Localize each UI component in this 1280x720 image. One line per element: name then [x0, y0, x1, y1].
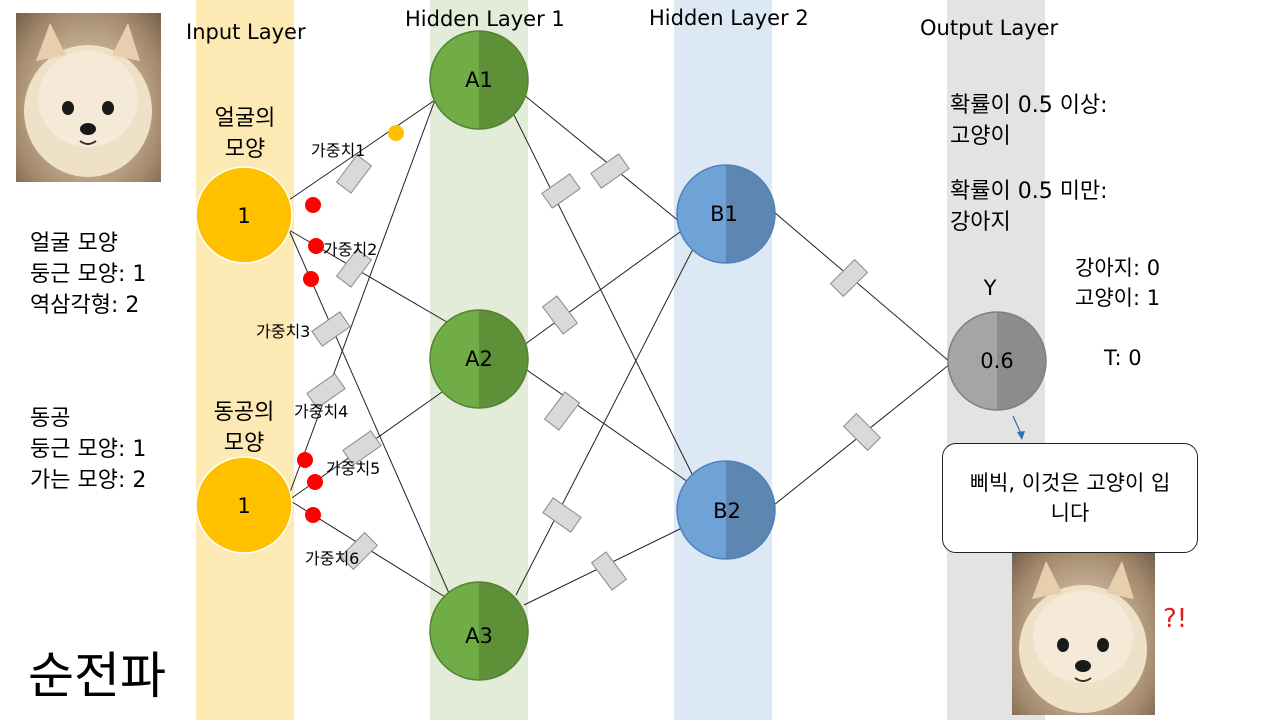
connection-a3-b1	[515, 244, 696, 596]
output-value: 0.6	[980, 349, 1013, 373]
weight-marker	[541, 173, 581, 209]
connections	[288, 94, 951, 606]
connection-x1-a3	[288, 229, 453, 601]
weight-marker	[590, 551, 628, 591]
connection-x1-a1	[288, 99, 436, 201]
connection-b1-y	[773, 211, 951, 363]
weight-markers	[306, 153, 882, 591]
weight-label-6: 가중치6	[305, 549, 360, 568]
face-note-line: 얼굴 모양	[30, 231, 118, 256]
b1-label: B1	[710, 202, 738, 226]
dog-photo-top	[16, 13, 161, 182]
output-node-y: 0.6	[947, 311, 1047, 411]
weight-marker	[335, 248, 373, 288]
hidden1-node-a3: A3	[429, 581, 529, 681]
label-encoding: 강아지: 0 고양이: 1	[1075, 253, 1160, 313]
pupil-shape-label: 동공의 모양	[213, 400, 275, 456]
rule-dog-line: 강아지	[950, 210, 1011, 235]
weight-marker	[542, 497, 582, 533]
weight-label-2: 가중치2	[323, 240, 378, 259]
pupil-note-line: 둥근 모양: 1	[30, 437, 147, 462]
b2-label: B2	[713, 499, 741, 523]
signal-dot	[303, 271, 319, 287]
connection-a2-b1	[523, 231, 681, 346]
hidden-layer-2-title: Hidden Layer 2	[649, 6, 809, 30]
input-node-1: 1	[195, 166, 293, 264]
rule-cat-line: 고양이	[950, 124, 1011, 149]
weight-label-1: 가중치1	[311, 141, 366, 160]
signal-dots	[297, 125, 404, 523]
weight-marker	[311, 311, 351, 347]
hidden2-node-b2: B2	[676, 460, 776, 560]
rule-cat-line: 확률이 0.5 이상:	[950, 93, 1108, 118]
dog-photo-bottom	[1012, 553, 1155, 715]
face-note: 얼굴 모양 둥근 모양: 1 역삼각형: 2	[30, 228, 146, 321]
rule-cat: 확률이 0.5 이상: 고양이	[950, 90, 1108, 152]
a1-label: A1	[465, 68, 493, 92]
weight-marker	[543, 391, 581, 431]
hidden-layer-2-band	[674, 0, 772, 720]
weight-marker	[842, 412, 882, 452]
encoding-line: 강아지: 0	[1075, 256, 1161, 280]
input-layer-band	[196, 0, 294, 720]
page-title: 순전파	[28, 647, 166, 705]
connection-a1-b2	[513, 114, 696, 481]
weight-marker	[590, 153, 630, 189]
hidden2-node-b1: B1	[676, 164, 776, 264]
weight-marker	[541, 295, 579, 335]
weight-marker	[306, 373, 346, 409]
speech-bubble: 삐빅, 이것은 고양이 입니다	[942, 443, 1198, 553]
target-label: T: 0	[1104, 346, 1142, 370]
input-node-2: 1	[195, 456, 293, 554]
pupil-note-line: 동공	[30, 406, 71, 431]
a3-label: A3	[465, 624, 493, 648]
encoding-line: 고양이: 1	[1075, 286, 1161, 310]
signal-dot	[305, 507, 321, 523]
speech-bubble-text: 삐빅, 이것은 고양이 입니다	[969, 471, 1171, 525]
connection-a1-b1	[523, 94, 681, 223]
weight-label-5: 가중치5	[326, 459, 381, 478]
pupil-note-line: 가는 모양: 2	[30, 468, 147, 493]
signal-dot	[305, 197, 321, 213]
weight-marker	[335, 154, 373, 194]
rule-dog: 확률이 0.5 미만: 강아지	[950, 176, 1108, 238]
hidden1-node-a2: A2	[429, 309, 529, 409]
hidden-layer-1-title: Hidden Layer 1	[405, 7, 565, 31]
signal-dot	[307, 474, 323, 490]
exclamation-mark: ?!	[1163, 604, 1188, 634]
weight-label-3: 가중치3	[256, 322, 311, 341]
rule-dog-line: 확률이 0.5 미만:	[950, 179, 1108, 204]
output-y-label: Y	[983, 276, 997, 300]
output-layer-title: Output Layer	[920, 16, 1059, 40]
input-node-1-value: 1	[237, 204, 250, 228]
hidden1-node-a1: A1	[429, 30, 529, 130]
signal-dot-yellow	[388, 125, 404, 141]
pupil-note: 동공 둥근 모양: 1 가는 모양: 2	[30, 403, 146, 496]
signal-dot	[308, 238, 324, 254]
weight-marker	[829, 258, 869, 298]
connection-a2-b2	[523, 367, 689, 483]
face-shape-label: 얼굴의 모양	[214, 106, 276, 162]
pointer-arrow	[1012, 415, 1025, 440]
weight-marker	[339, 531, 379, 571]
a2-label: A2	[465, 347, 493, 371]
input-layer-title: Input Layer	[186, 20, 306, 44]
weight-marker	[342, 430, 382, 466]
input-node-2-value: 1	[237, 494, 250, 518]
face-note-line: 둥근 모양: 1	[30, 262, 147, 287]
signal-dot	[297, 452, 313, 468]
connection-x2-a1	[288, 99, 436, 496]
face-note-line: 역삼각형: 2	[30, 293, 140, 318]
weight-label-4: 가중치4	[294, 402, 349, 421]
